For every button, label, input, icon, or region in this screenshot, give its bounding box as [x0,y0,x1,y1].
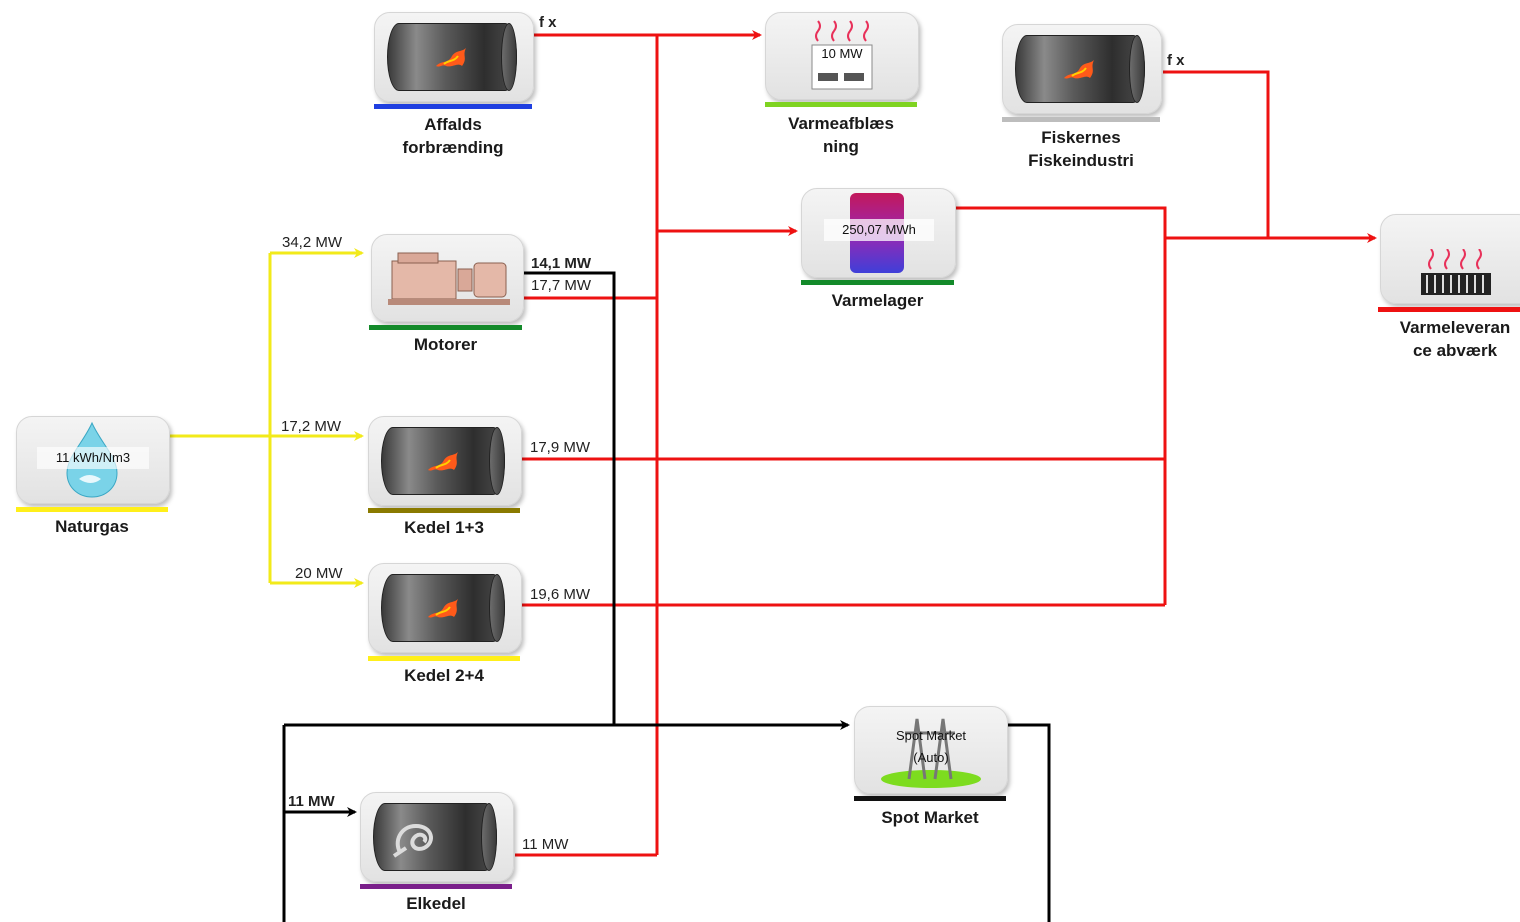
heat-lines [515,30,1377,857]
flow-el-elkedel: 11 MW [288,793,335,810]
flame-drum-icon [387,23,517,91]
spot-market-node[interactable]: Spot Market (Auto) [854,706,1008,794]
heating-coil-icon [373,803,497,871]
power-lines [282,271,1051,922]
varmelager-node[interactable]: 250,07 MWh [801,188,956,278]
affalds-badge[interactable]: f x [539,14,557,31]
affalds-label: Affalds forbrænding [402,115,504,157]
flame-drum-icon [1015,35,1145,103]
flow-gas-kedel24: 20 MW [295,565,343,582]
flame-drum-icon [381,574,505,642]
elkedel-bar [360,884,512,889]
kedel24-node[interactable] [368,563,522,653]
fiskernes-label: Fiskernes Fiskeindustri [1028,128,1134,170]
elkedel-node[interactable] [360,792,514,882]
flow-gas-kedel13: 17,2 MW [281,418,342,435]
flow-kedel24-heat: 19,6 MW [530,586,591,603]
varmelager-bar [801,280,954,285]
spot-market-value: Spot Market (Auto) [895,728,967,765]
varmeleverance-bar [1378,307,1520,312]
elkedel-label: Elkedel [406,894,466,913]
naturgas-label: Naturgas [55,517,129,536]
fiskernes-badge[interactable]: f x [1167,52,1185,69]
naturgas-bar [16,507,168,512]
spot-market-label: Spot Market [881,808,979,827]
motorer-bar [369,325,522,330]
spot-market-bar [854,796,1006,801]
fiskernes-node[interactable] [1002,24,1162,114]
cooling-tower-icon [808,19,876,91]
gas-lines [170,248,364,588]
kedel13-node[interactable] [368,416,522,506]
radiator-icon [1419,248,1493,297]
varmeleverance-node[interactable] [1380,214,1520,304]
flow-gas-motorer: 34,2 MW [282,234,343,251]
kedel13-bar [368,508,520,513]
varmeafblaesning-bar [765,102,917,107]
affalds-bar [374,104,532,109]
flame-drum-icon [381,427,505,495]
power-pylon-icon [879,713,983,789]
varmelager-label: Varmelager [831,291,924,310]
kedel13-label: Kedel 1+3 [404,518,484,537]
motorer-node[interactable] [371,234,524,322]
naturgas-value: 11 kWh/Nm3 [37,447,149,469]
kedel24-label: Kedel 2+4 [404,666,484,685]
flow-motorer-el: 14,1 MW [531,255,592,272]
varmeafblaesning-node[interactable]: 10 MW [765,12,919,100]
engine-icon [388,249,510,311]
flow-motorer-heat: 17,7 MW [531,277,592,294]
varmeafblaesning-label: Varmeafblæs ning [788,114,894,156]
affalds-node[interactable] [374,12,534,102]
flow-kedel13-heat: 17,9 MW [530,439,591,456]
fiskernes-bar [1002,117,1160,122]
varmeafblaesning-value: 10 MW [821,46,863,61]
varmelager-value: 250,07 MWh [824,219,934,241]
flow-elkedel-heat: 11 MW [522,836,569,853]
kedel24-bar [368,656,520,661]
varmeleverance-label: Varmeleveran ce abværk [1399,318,1511,360]
motorer-label: Motorer [413,335,478,354]
naturgas-node[interactable]: 11 kWh/Nm3 [16,416,170,504]
